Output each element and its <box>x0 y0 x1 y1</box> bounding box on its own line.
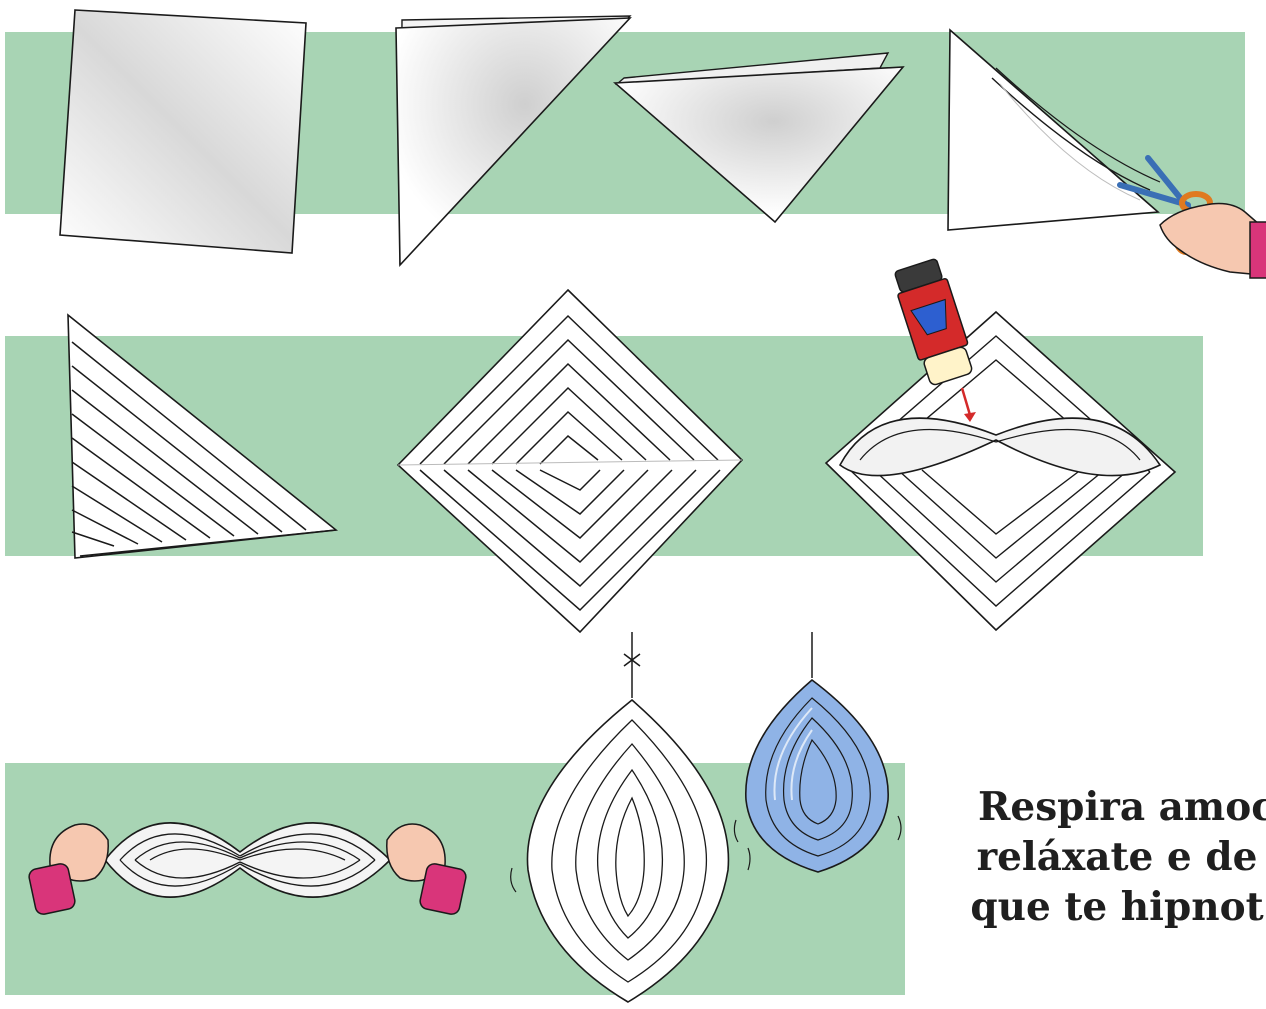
square-paper-illustration <box>59 9 307 254</box>
cut-triangle-illustration <box>67 313 339 559</box>
hand-icon <box>1159 202 1266 279</box>
glue-stick-icon <box>894 258 976 422</box>
right-hand-icon <box>386 823 467 915</box>
folded-triangle-illustration <box>395 15 632 267</box>
caption-line-1: Respira amoc <box>978 784 1266 830</box>
caption-line-3: que te hipnot <box>970 884 1264 930</box>
hanging-white-spiral-illustration <box>510 632 751 1003</box>
folded-again-triangle-illustration <box>612 52 905 224</box>
glue-strips-illustration <box>824 258 1177 632</box>
unfolded-diamond-illustration <box>396 288 744 634</box>
row-2-illustrations <box>67 258 1177 634</box>
row-1-illustrations <box>59 9 1266 279</box>
left-hand-icon <box>28 823 109 915</box>
cut-strips-with-scissors-illustration <box>947 28 1266 279</box>
instruction-caption: Respira amoc reláxate e de que te hipnot <box>968 782 1266 932</box>
hanging-blue-spiral-illustration <box>733 632 902 873</box>
row-3-illustrations <box>28 632 902 1003</box>
pull-ends-together-illustration <box>28 822 467 915</box>
caption-line-2: reláxate e de <box>976 834 1258 880</box>
